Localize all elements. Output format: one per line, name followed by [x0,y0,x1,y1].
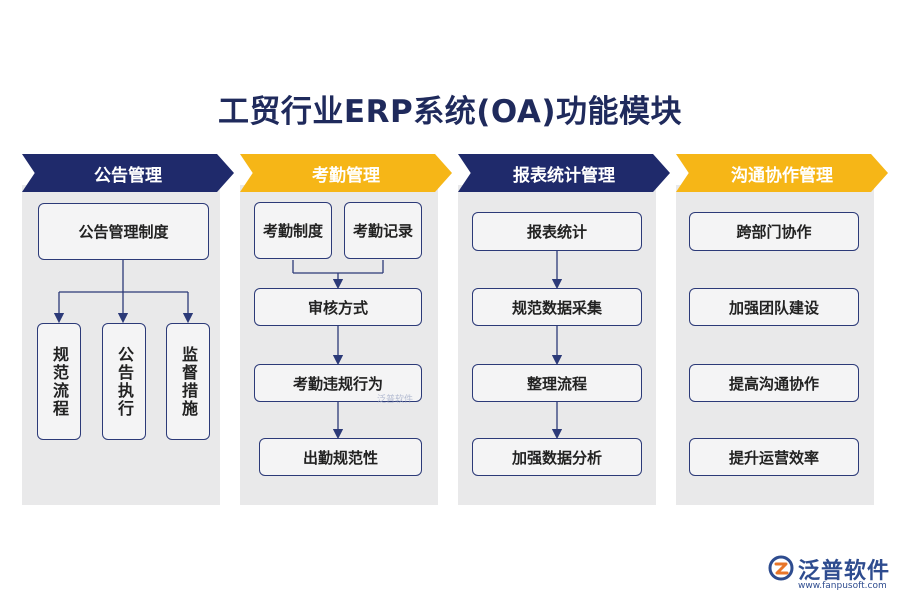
box-standard-process: 规范流程 [37,323,81,440]
watermark: 泛普软件 [377,395,414,405]
module-header-attendance: 考勤管理 [240,154,452,192]
box-team-building: 加强团队建设 [689,288,859,326]
box-attendance-violation: 考勤违规行为 [254,364,422,402]
box-cross-dept: 跨部门协作 [689,212,859,251]
module-header-communication: 沟通协作管理 [676,154,888,192]
box-announcement-execution: 公告执行 [102,323,146,440]
module-header-report: 报表统计管理 [458,154,670,192]
box-data-collection: 规范数据采集 [472,288,642,326]
box-attendance-compliance: 出勤规范性 [259,438,422,476]
box-efficiency: 提升运营效率 [689,438,859,476]
box-report-stats: 报表统计 [472,212,642,251]
box-supervision-measures: 监督措施 [166,323,210,440]
box-announcement-policy: 公告管理制度 [38,203,209,260]
box-data-analysis: 加强数据分析 [472,438,642,476]
page-title: 工贸行业ERP系统(OA)功能模块 [217,94,683,130]
box-organize-process: 整理流程 [472,364,642,402]
box-attendance-policy: 考勤制度 [254,202,332,259]
logo-url: www.fanpusoft.com [798,581,887,591]
logo-icon [768,555,794,581]
brand-logo: 泛普软件 www.fanpusoft.com [768,553,892,593]
module-header-announcement: 公告管理 [22,154,234,192]
box-attendance-record: 考勤记录 [344,202,422,259]
box-communication: 提高沟通协作 [689,364,859,402]
box-review-method: 审核方式 [254,288,422,326]
logo-name: 泛普软件 [798,559,891,584]
